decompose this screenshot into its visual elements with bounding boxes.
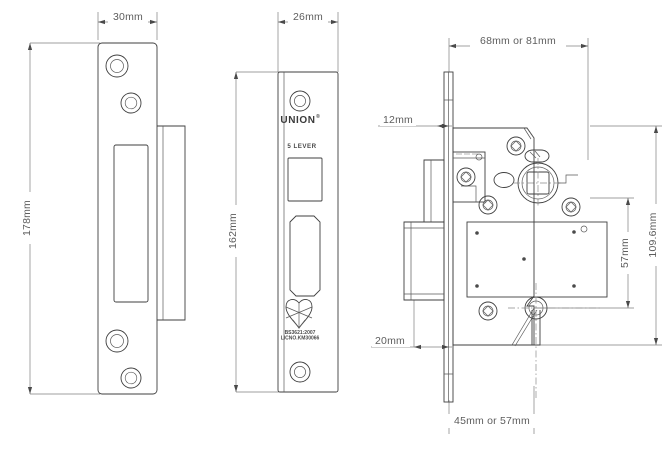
dimension-109-6mm: 109.6mm <box>534 125 662 346</box>
bsi-kitemark-icon <box>285 299 313 329</box>
screw-hole <box>120 367 142 389</box>
dimension-30mm: 30mm <box>97 10 158 40</box>
dimension-case-depth: 45mm or 57mm <box>444 386 540 434</box>
follower-hub <box>513 158 563 208</box>
dimension-12mm: 12mm <box>378 113 452 129</box>
cylinder-housing <box>452 151 486 203</box>
dim-backset-label: 68mm or 81mm <box>480 35 556 47</box>
screw-hole <box>105 54 129 78</box>
forend-keep-box <box>157 125 186 321</box>
faceplate-screw-hole-bottom <box>289 361 311 383</box>
screw-fixing <box>478 195 498 215</box>
keyhole <box>508 283 600 400</box>
dimension-178mm: 178mm <box>21 42 100 395</box>
view-faceplate: 26mm 162mm UNION ® 5 LEVER <box>227 10 339 393</box>
case-chamfer-top <box>523 127 535 140</box>
standard-line-1: BS3621:2007 <box>285 330 316 336</box>
dimension-backset: 68mm or 81mm <box>448 34 589 160</box>
dimension-162mm: 162mm <box>227 71 280 393</box>
dim-case-depth-label: 45mm or 57mm <box>454 415 530 427</box>
dim-12mm-label: 12mm <box>383 114 413 126</box>
dim-162mm-label: 162mm <box>227 213 239 249</box>
case-chamfer-bottom <box>511 307 538 347</box>
standard-line-2: LICNO.KM30066 <box>281 336 320 342</box>
deadbolt-protrusion <box>403 159 445 301</box>
brand-logo-union: UNION ® <box>280 113 320 126</box>
dimension-26mm: 26mm <box>277 10 339 72</box>
brand-registered-mark: ® <box>316 113 320 120</box>
faceplate-upper-aperture <box>287 157 323 202</box>
screw-fixing <box>506 136 526 156</box>
lever-count-label: 5 LEVER <box>287 143 316 150</box>
follower-linkage <box>558 174 578 184</box>
faceplate-screw-hole-top <box>289 90 311 112</box>
dimension-57mm: 57mm <box>534 197 634 309</box>
dim-26mm-label: 26mm <box>293 11 323 23</box>
forend-bolt-aperture <box>113 144 149 303</box>
dimension-20mm: 20mm <box>371 300 452 350</box>
lock-case-outline <box>452 127 535 346</box>
screw-fixing <box>478 301 498 321</box>
brand-label: UNION <box>280 115 315 126</box>
dim-20mm-label: 20mm <box>375 335 405 347</box>
dim-30mm-label: 30mm <box>113 11 143 23</box>
lever-pack-plate <box>466 221 608 298</box>
view-lock-body: 68mm or 81mm 12mm 20mm 57mm <box>371 34 662 434</box>
latch-roller-detail <box>524 149 550 163</box>
dim-57mm-label: 57mm <box>619 238 631 268</box>
screw-fixing <box>561 197 581 217</box>
screw-fixing <box>456 167 476 187</box>
dim-109-6mm-label: 109.6mm <box>647 212 659 257</box>
dim-178mm-label: 178mm <box>21 200 33 236</box>
screw-hole <box>105 329 129 353</box>
forend-plate <box>97 42 158 395</box>
faceplate-bolt-aperture <box>289 215 321 297</box>
faceplate-body <box>277 71 339 393</box>
view-forend: 30mm 178mm <box>21 10 186 395</box>
lock-forend-strip <box>443 71 454 403</box>
forend-screw-holes <box>105 54 142 389</box>
case-fixing-screws <box>478 136 581 321</box>
screw-hole <box>120 92 142 114</box>
follower-oval-slot <box>493 172 515 188</box>
